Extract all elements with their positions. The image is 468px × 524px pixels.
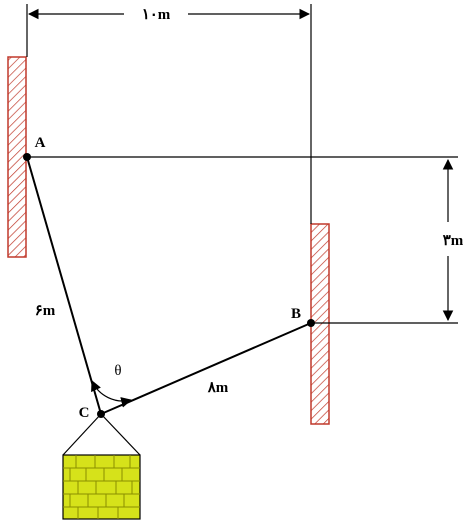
rope-bc (100, 322, 312, 415)
point-c-label: C (79, 405, 90, 421)
joint-a (23, 153, 31, 161)
point-b-label: B (291, 306, 301, 322)
rope-bc-label: ۸m (207, 380, 229, 396)
joint-c (97, 410, 105, 418)
joint-b (307, 319, 315, 327)
point-a-label: A (35, 135, 46, 151)
dimension-horizontal-label: ۱۰m (142, 7, 171, 23)
hanger-right (100, 413, 141, 456)
dimension-vertical-label: ۳m (443, 233, 464, 249)
angle-label: θ (114, 363, 121, 379)
angle-arc (91, 380, 133, 408)
load-block (62, 454, 141, 520)
rope-ac-label: ۶m (35, 303, 56, 319)
hanger-left (62, 413, 102, 456)
rope-ac (26, 156, 102, 415)
